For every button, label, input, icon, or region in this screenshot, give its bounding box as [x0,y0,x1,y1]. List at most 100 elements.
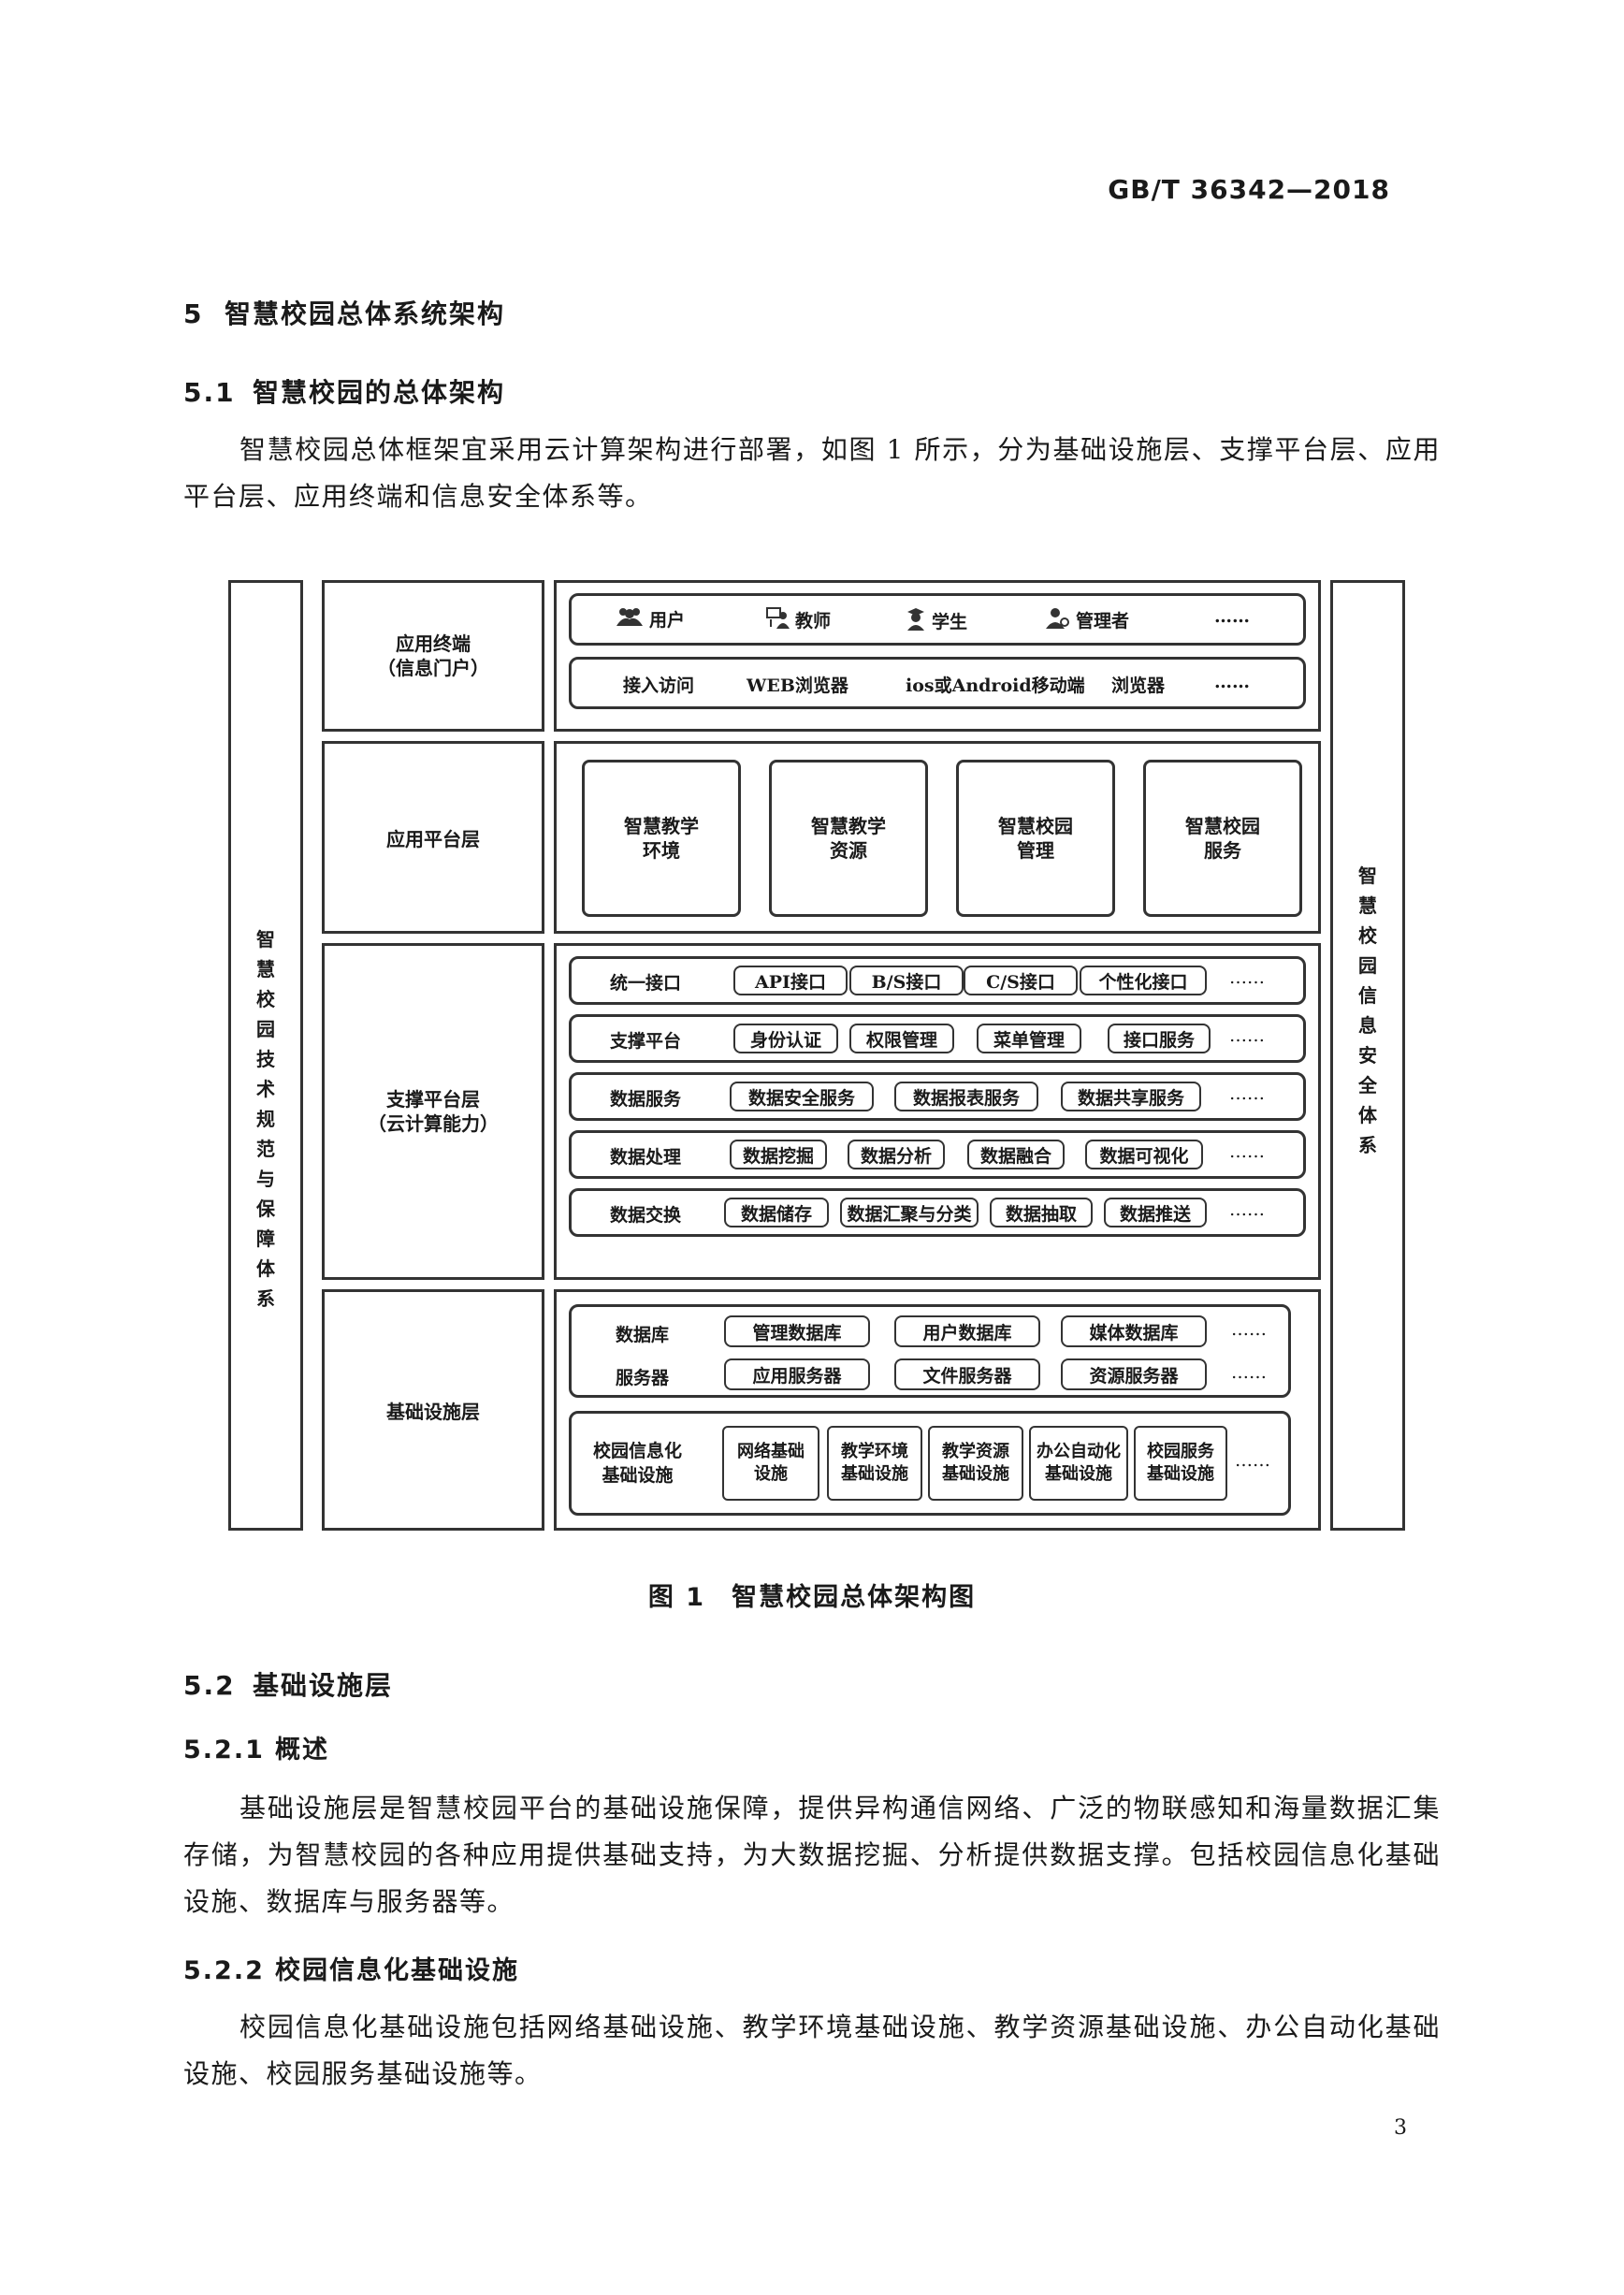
left-pillar-label: 智慧校园技术规范与保障体系 [228,924,303,1314]
users-row-items: 用户教师学生管理者…… [569,593,1306,646]
support-item: B/S接口 [849,966,964,995]
section-5-1-heading: 5.1 智慧校园的总体架构 [183,372,505,410]
pillar-char: 障 [256,1227,275,1250]
more-ellipsis: …… [1231,1319,1267,1340]
teacher-icon [765,606,790,633]
support-item: 接口服务 [1108,1024,1211,1053]
layer-infra-label: 基础设施层 [386,1400,480,1423]
more-ellipsis: …… [1229,1025,1265,1046]
support-item: 身份认证 [733,1024,838,1053]
user-type: 学生 [906,606,967,635]
user-type-label: 用户 [649,610,686,631]
support-item: 数据安全服务 [730,1082,874,1111]
pillar-char: 园 [1358,954,1377,977]
app-platform-content [554,741,1321,934]
more-ellipsis: …… [1214,672,1250,692]
pillar-char: 校 [1358,924,1377,947]
layer-app-platform-label: 应用平台层 [386,827,480,850]
more-ellipsis: …… [1235,1450,1270,1471]
pillar-char: 体 [256,1257,275,1280]
pillar-char: 慧 [1358,894,1377,917]
section-5-2-1-paragraph: 基础设施层是智慧校园平台的基础设施保障，提供异构通信网络、广泛的物联感知和海量数… [183,1793,1441,1917]
support-item: 数据挖掘 [730,1140,827,1169]
pillar-char: 信 [1358,984,1377,1007]
layer-app-platform: 应用平台层 [322,741,544,934]
support-row [569,1130,1306,1179]
support-item: API接口 [733,966,848,995]
section-number: 5.2.1 [183,1736,265,1765]
admin-icon [1046,606,1070,633]
section-number: 5 [183,298,204,329]
support-row-label: 统一接口 [610,973,682,994]
access-row-items: 接入访问 WEB浏览器 ios或Android移动端 浏览器 …… [569,657,1306,709]
pillar-char: 慧 [256,958,275,980]
app-module: 智慧校园 服务 [1143,760,1302,917]
database-item: 用户数据库 [894,1315,1040,1347]
pillar-char: 全 [1358,1074,1377,1097]
support-item: 数据推送 [1104,1198,1207,1227]
support-item: 数据抽取 [990,1198,1093,1227]
user-type: 用户 [616,606,685,632]
more-ellipsis: …… [1214,606,1250,627]
pillar-char: 智 [1358,864,1377,887]
server-label: 服务器 [616,1368,670,1388]
access-item: ios或Android移动端 [906,675,1085,696]
campus-infra-item: 教学资源 基础设施 [928,1426,1023,1501]
pillar-char: 校 [256,988,275,1010]
user-type: 管理者 [1046,606,1129,633]
pillar-char: 技 [256,1048,275,1070]
infra-content [554,1289,1321,1531]
support-item: 数据融合 [967,1140,1065,1169]
support-item: 数据共享服务 [1061,1082,1201,1111]
support-item: 数据储存 [724,1198,829,1227]
pillar-char: 保 [256,1198,275,1220]
student-icon [906,606,926,635]
right-pillar [1330,580,1405,1531]
campus-infra-label: 校园信息化 基础设施 [593,1441,683,1486]
pillar-char: 规 [256,1108,275,1130]
support-item: 数据可视化 [1085,1140,1203,1169]
section-number: 5.1 [183,377,236,408]
section-title: 智慧校园的总体架构 [253,377,506,408]
support-item: 菜单管理 [977,1024,1081,1053]
support-row [569,1014,1306,1063]
pillar-char: 系 [1358,1134,1377,1156]
support-row-label: 数据服务 [610,1089,682,1110]
campus-infra-item: 教学环境 基础设施 [827,1426,922,1501]
user-type-label: 学生 [932,612,968,632]
layer-terminal-label: 应用终端 （信息门户） [377,632,489,679]
access-label: 接入访问 [623,675,695,696]
access-item: WEB浏览器 [747,675,848,696]
figure-number: 图 1 [647,1583,706,1612]
db-server-block [569,1304,1291,1398]
pillar-char: 园 [256,1018,275,1040]
pillar-char: 与 [256,1168,275,1190]
section-title: 校园信息化基础设施 [275,1956,519,1985]
right-pillar-label: 智慧校园信息安全体系 [1330,861,1405,1160]
app-module: 智慧校园 管理 [956,760,1115,917]
support-item: 个性化接口 [1080,966,1207,995]
page-number: 3 [1394,2116,1407,2140]
architecture-figure: 智慧校园技术规范与保障体系 智慧校园信息安全体系 应用终端 （信息门户） 应用平… [228,580,1405,1531]
users-row [569,593,1306,646]
user-type-label: 管理者 [1076,611,1130,632]
support-item: 数据分析 [848,1140,945,1169]
support-row-label: 数据处理 [610,1147,682,1168]
section-5-heading: 5 智慧校园总体系统架构 [183,294,505,331]
terminal-content [554,580,1321,732]
layer-terminal: 应用终端 （信息门户） [322,580,544,732]
access-item: 浏览器 [1111,675,1166,696]
support-content [554,943,1321,1280]
campus-infra-item: 网络基础 设施 [722,1426,819,1501]
left-pillar [228,580,303,1531]
more-ellipsis: …… [1229,1141,1265,1162]
standard-code: GB/T 36342—2018 [1108,174,1390,205]
section-title: 基础设施层 [253,1670,394,1701]
section-number: 5.2.2 [183,1956,265,1985]
pillar-char: 系 [256,1287,275,1310]
pillar-char: 息 [1358,1014,1377,1037]
section-number: 5.2 [183,1670,236,1701]
section-title: 智慧校园总体系统架构 [225,298,506,329]
section-5-2-2-heading: 5.2.2 校园信息化基础设施 [183,1950,519,1986]
